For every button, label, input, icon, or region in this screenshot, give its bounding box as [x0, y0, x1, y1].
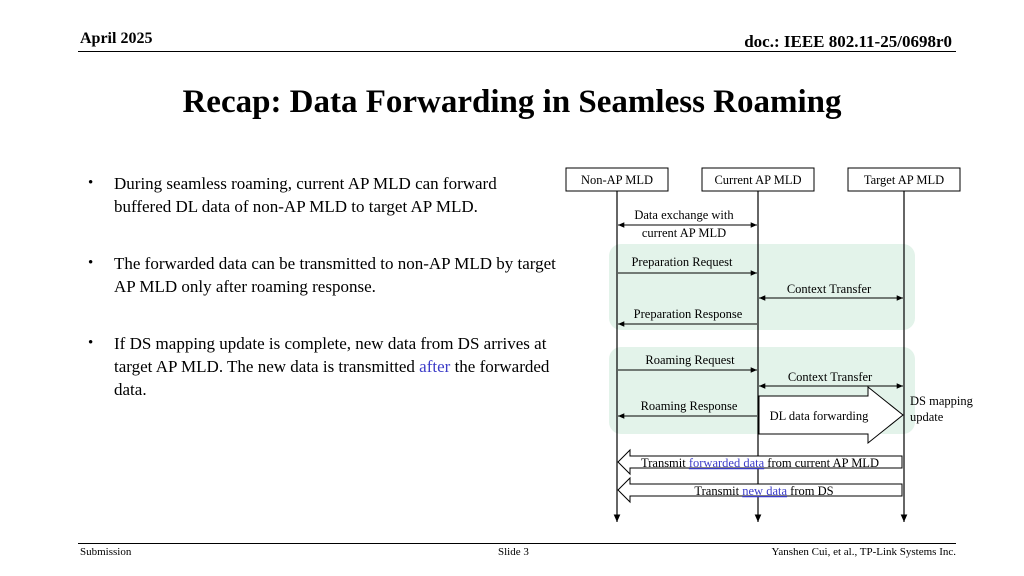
msg-context-transfer-1: Context Transfer	[787, 282, 872, 296]
preparation-phase-box	[609, 244, 915, 330]
header-rule	[78, 51, 956, 52]
footer-rule	[78, 543, 956, 544]
bullet-list: During seamless roaming, current AP MLD …	[88, 172, 558, 435]
msg-transmit-new: Transmit new data from DS	[694, 484, 833, 498]
entity-label-target-ap-mld: Target AP MLD	[864, 173, 944, 187]
msg-transmit-new-post: from DS	[787, 484, 834, 498]
entity-box-target-ap-mld	[847, 167, 961, 192]
msg-ds-mapping-line2: update	[910, 410, 944, 424]
header-date: April 2025	[80, 30, 153, 47]
bullet-item: During seamless roaming, current AP MLD …	[88, 172, 558, 218]
msg-roaming-response: Roaming Response	[641, 399, 738, 413]
msg-context-transfer-2: Context Transfer	[788, 370, 873, 384]
bullet-text: During seamless roaming, current AP MLD …	[114, 174, 497, 216]
msg-transmit-forwarded: Transmit forwarded data from current AP …	[641, 456, 879, 470]
footer-submission: Submission	[80, 546, 132, 558]
entity-label-non-ap-mld: Non-AP MLD	[581, 173, 653, 187]
msg-preparation-response: Preparation Response	[634, 307, 743, 321]
msg-preparation-request: Preparation Request	[631, 255, 733, 269]
msg-data-exchange-line1: Data exchange with	[634, 208, 734, 222]
msg-dl-forwarding: DL data forwarding	[770, 409, 870, 423]
msg-transmit-new-pre: Transmit	[694, 484, 742, 498]
block-arrow-transmit-new	[617, 476, 903, 504]
header-doc-id: doc.: IEEE 802.11-25/0698r0	[744, 32, 952, 51]
bullet-item: The forwarded data can be transmitted to…	[88, 252, 558, 298]
footer-authors: Yanshen Cui, et al., TP-Link Systems Inc…	[771, 546, 956, 558]
msg-ds-mapping-line1: DS mapping	[910, 394, 974, 408]
msg-transmit-new-highlight: new data	[742, 484, 787, 498]
bullet-item: If DS mapping update is complete, new da…	[88, 332, 558, 401]
block-arrow-transmit-forwarded	[617, 448, 903, 476]
entity-label-current-ap-mld: Current AP MLD	[714, 173, 801, 187]
entity-box-current-ap-mld	[701, 167, 815, 192]
bullet-text: the forwarded data.	[114, 357, 550, 399]
msg-transmit-forwarded-post: from current AP MLD	[764, 456, 879, 470]
bullet-text: If DS mapping update is complete, new da…	[114, 334, 547, 376]
msg-transmit-forwarded-highlight: forwarded data	[689, 456, 765, 470]
footer-slide-number: Slide 3	[498, 546, 529, 558]
block-arrow-dl-forwarding	[758, 385, 904, 445]
bullet-text: The forwarded data can be transmitted to…	[114, 254, 556, 296]
msg-transmit-forwarded-pre: Transmit	[641, 456, 689, 470]
msg-data-exchange-line2: current AP MLD	[642, 226, 726, 240]
bullet-highlight: after	[419, 357, 451, 376]
entity-box-non-ap-mld	[565, 167, 669, 192]
msg-roaming-request: Roaming Request	[645, 353, 735, 367]
slide-title: Recap: Data Forwarding in Seamless Roami…	[182, 84, 842, 120]
